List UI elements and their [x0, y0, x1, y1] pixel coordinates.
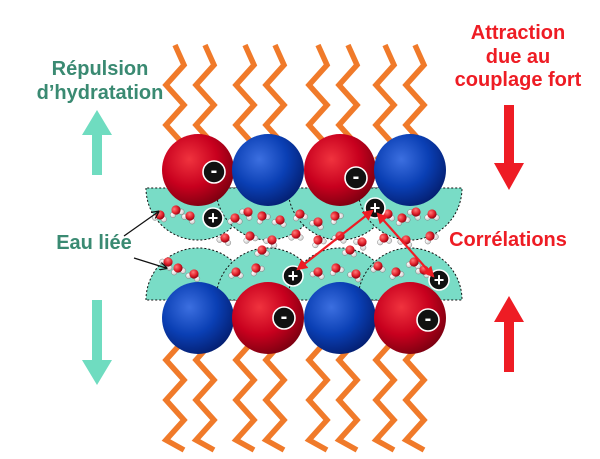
neutral-headgroup: [374, 134, 446, 206]
cation: +: [282, 265, 304, 287]
cation: +: [428, 269, 450, 291]
anion-charge: -: [344, 166, 368, 190]
anionic-headgroup: [162, 134, 234, 206]
water-molecule: [243, 231, 259, 244]
water-molecule: [271, 215, 287, 228]
water-molecule: [181, 211, 196, 225]
attraction-line3: couplage fort: [454, 69, 582, 92]
water-molecule: [263, 235, 278, 249]
neutral-headgroup: [162, 282, 234, 354]
attraction-line1: Attraction: [470, 22, 566, 44]
bound-water-label: Eau liée: [56, 232, 132, 254]
water-molecule: [171, 263, 187, 276]
svg-text:+: +: [288, 266, 299, 286]
correlations-label: Corrélations: [449, 229, 567, 251]
attraction-arrow-down: [494, 105, 524, 190]
water-molecule: [227, 213, 243, 225]
strong-coupling-attraction-label: Attraction due au couplage fort: [438, 22, 598, 93]
water-molecule: [228, 267, 244, 279]
attraction-arrow-up: [494, 296, 524, 372]
bound-water-pointer: [123, 212, 158, 237]
bound-water-pointer: [133, 257, 166, 268]
water-molecule: [256, 211, 271, 225]
water-molecule: [185, 269, 201, 282]
water-molecule: [169, 205, 185, 218]
water-molecule: [347, 269, 362, 283]
svg-text:-: -: [353, 166, 360, 188]
hydration-repulsion-line1: Répulsion: [51, 58, 149, 80]
neutral-headgroup: [304, 282, 376, 354]
svg-text:-: -: [425, 308, 432, 330]
svg-text:+: +: [208, 208, 219, 228]
water-molecule: [239, 207, 253, 221]
anion-charge: -: [416, 308, 440, 332]
attraction-line2: due au: [485, 45, 551, 68]
ions: ----++++: [202, 160, 450, 332]
correlation-arrow: [296, 209, 374, 271]
lipid-tails-top: [162, 43, 428, 163]
svg-text:-: -: [281, 306, 288, 328]
repulsion-arrow-up: [82, 110, 112, 175]
water-molecule: [216, 233, 232, 246]
repulsion-arrow-down: [82, 300, 112, 385]
correlation-arrow: [376, 212, 435, 278]
anionic-headgroup: [374, 282, 446, 354]
bound-water-pointers: [123, 212, 166, 268]
anion-charge: -: [202, 160, 226, 184]
hydration-repulsion-line2: d’hydratation: [36, 81, 164, 104]
svg-text:+: +: [434, 270, 445, 290]
cation: +: [202, 207, 224, 229]
repulsion-arrows: [82, 110, 112, 385]
anion-charge: -: [272, 306, 296, 330]
correlation-arrows: [296, 209, 435, 278]
water-molecule: [250, 263, 265, 277]
anionic-headgroup: [232, 282, 304, 354]
svg-text:+: +: [370, 198, 381, 218]
hydration-repulsion-label: Répulsion d’hydratation: [14, 58, 186, 105]
svg-text:-: -: [211, 160, 218, 182]
neutral-headgroup: [232, 134, 304, 206]
water-molecule: [254, 245, 270, 257]
water-molecule: [309, 267, 325, 280]
attraction-arrows: [494, 105, 524, 372]
anionic-headgroup: [304, 134, 376, 206]
